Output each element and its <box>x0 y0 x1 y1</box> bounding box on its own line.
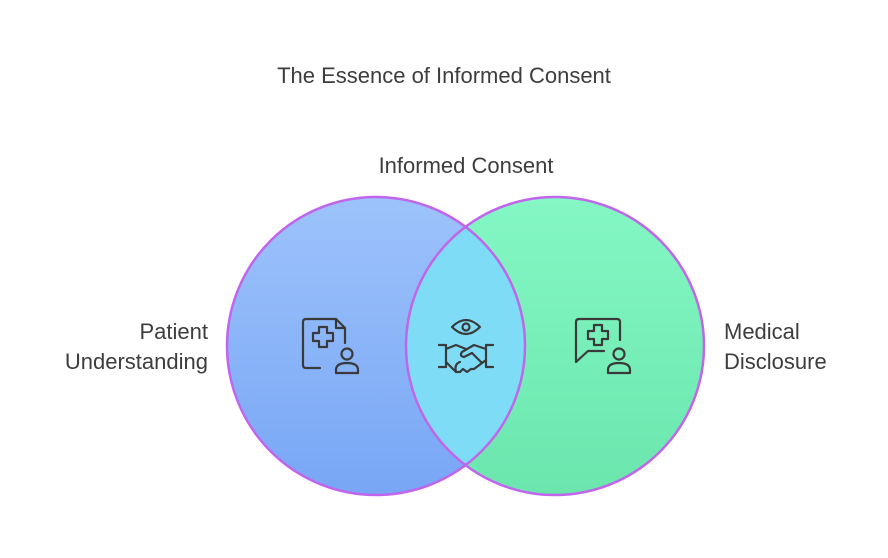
right-set-outline <box>404 195 706 497</box>
medical-document-user-icon <box>301 317 360 375</box>
left-set-outline <box>225 195 527 497</box>
handshake-eye-icon <box>437 318 495 374</box>
right-set-label-line2: Disclosure <box>724 349 827 374</box>
left-set-label-line2: Understanding <box>64 349 208 374</box>
left-set-label: Patient Understanding <box>65 317 208 377</box>
intersection-region <box>406 197 525 495</box>
diagram-title: The Essence of Informed Consent <box>277 63 611 88</box>
left-set-label-line1: Patient <box>139 319 209 344</box>
intersection-label: Informed Consent <box>378 153 554 178</box>
right-set-label-line1: Medical <box>724 319 800 344</box>
medical-chat-user-icon <box>574 317 632 375</box>
right-set-label: Medical Disclosure <box>724 317 827 377</box>
